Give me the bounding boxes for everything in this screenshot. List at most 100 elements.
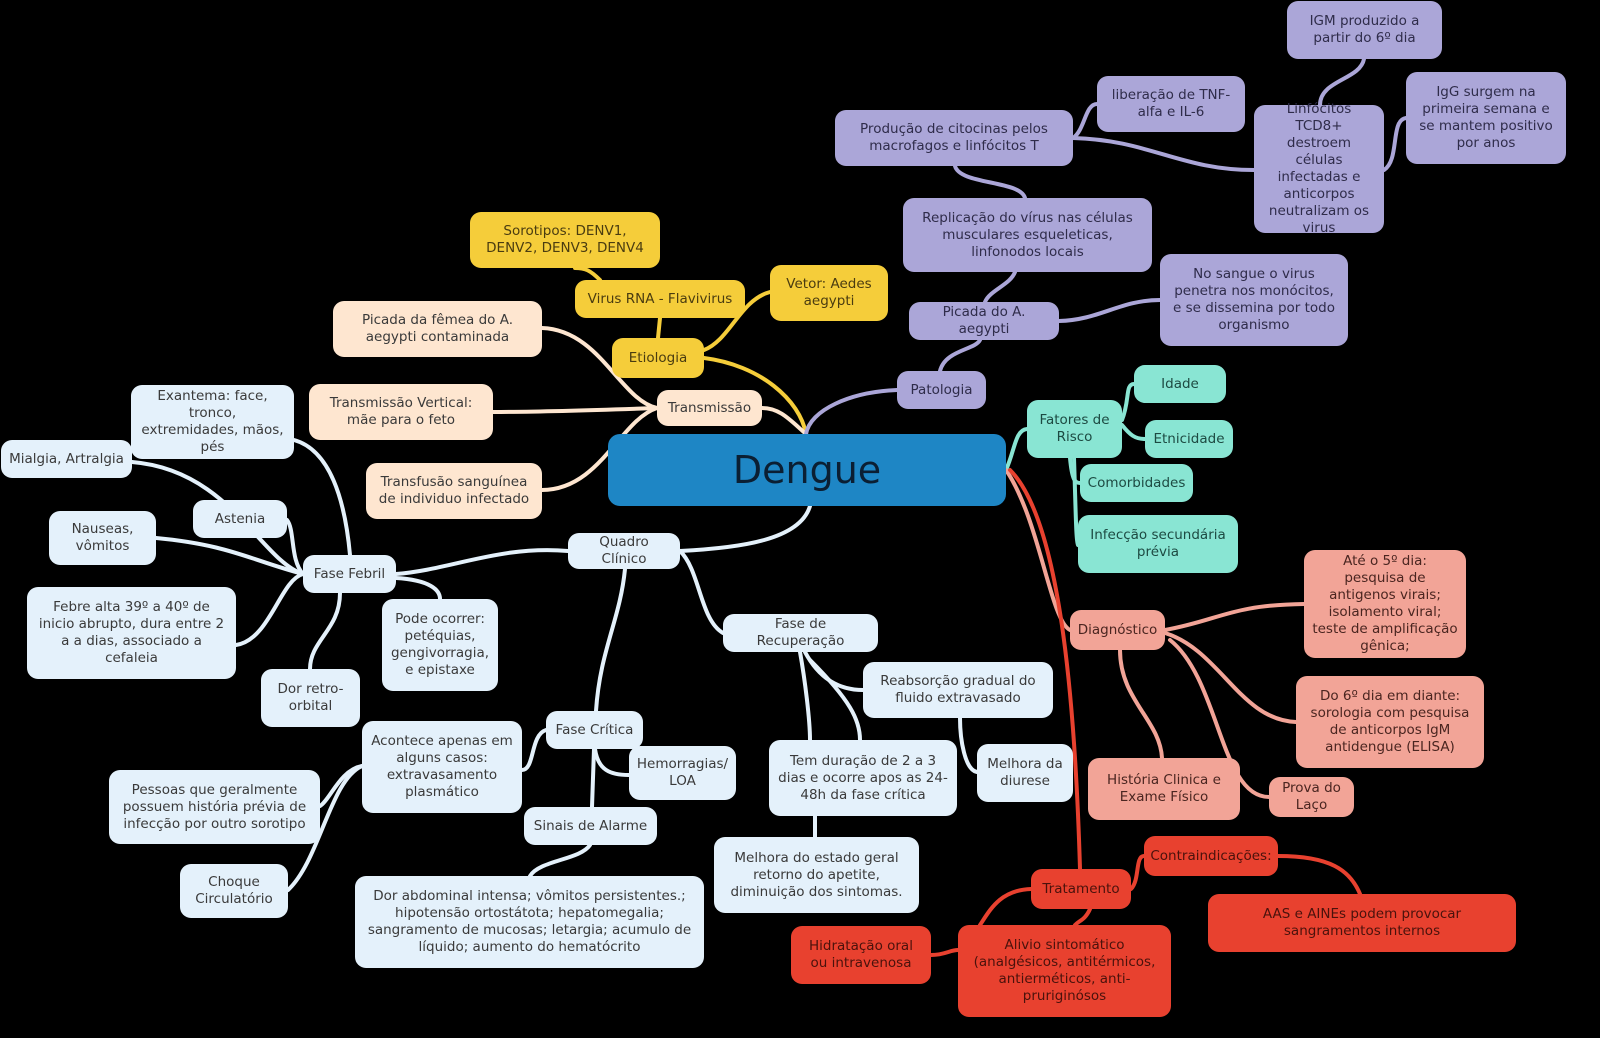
link xyxy=(1057,298,1162,323)
node-no-sangue[interactable]: No sangue o virus penetra nos monócitos,… xyxy=(1160,254,1348,346)
node-dor-retro-orbital[interactable]: Dor retro-orbital xyxy=(261,669,360,727)
link xyxy=(678,504,812,553)
node-patologia[interactable]: Patologia xyxy=(897,371,986,409)
link xyxy=(938,338,982,373)
link xyxy=(808,658,862,742)
link xyxy=(234,572,305,647)
node-melhora-estado[interactable]: Melhora do estado geral retorno do apeti… xyxy=(714,837,919,913)
node-ate-5-dia[interactable]: Até o 5º dia: pesquisa de antigenos vira… xyxy=(1304,550,1466,658)
node-astenia[interactable]: Astenia xyxy=(193,500,287,538)
link xyxy=(798,650,812,742)
link xyxy=(540,326,659,410)
node-quadro-clinico[interactable]: Quadro Clínico xyxy=(568,533,680,569)
link xyxy=(1072,456,1080,547)
node-do-6-dia[interactable]: Do 6º dia em diante: sorologia com pesqu… xyxy=(1296,676,1484,768)
node-melhora-diurese[interactable]: Melhora da diurese xyxy=(977,744,1073,802)
link xyxy=(929,948,960,957)
link xyxy=(656,316,662,340)
node-reabsorcao[interactable]: Reabsorção gradual do fluido extravasado xyxy=(863,662,1053,718)
link xyxy=(1071,102,1099,140)
node-pode-ocorrer[interactable]: Pode ocorrer: petéquias, gengivorragia, … xyxy=(382,599,498,691)
link xyxy=(308,591,342,671)
node-contraindicacoes[interactable]: Contraindicações: xyxy=(1144,836,1278,876)
node-aas-aines[interactable]: AAS e AINEs podem provocar sangramentos … xyxy=(1208,894,1516,952)
link xyxy=(1129,854,1146,891)
link xyxy=(978,887,1033,927)
link xyxy=(394,548,570,576)
node-hemorragias[interactable]: Hemorragias/ LOA xyxy=(629,746,736,800)
node-sorotipos[interactable]: Sorotipos: DENV1, DENV2, DENV3, DENV4 xyxy=(470,212,660,268)
link xyxy=(1276,854,1362,896)
node-linfocitos[interactable]: Linfócitos TCD8+ destroem células infect… xyxy=(1254,101,1384,236)
link xyxy=(292,438,352,557)
node-fase-febril[interactable]: Fase Febril xyxy=(303,555,396,593)
link xyxy=(1008,468,1082,871)
node-transmissao[interactable]: Transmissão xyxy=(657,390,762,426)
link xyxy=(678,549,725,635)
link xyxy=(520,728,548,772)
node-tratamento[interactable]: Tratamento xyxy=(1031,869,1131,909)
node-producao-citocinas[interactable]: Produção de citocinas pelos macrofagos e… xyxy=(835,110,1073,166)
link xyxy=(983,270,1017,304)
link xyxy=(1120,382,1136,422)
node-hidratacao[interactable]: Hidratação oral ou intravenosa xyxy=(791,926,931,984)
node-acontece[interactable]: Acontece apenas em alguns casos: extrava… xyxy=(362,721,522,813)
link xyxy=(1071,136,1256,172)
node-febre-alta[interactable]: Febre alta 39º a 40º de inicio abrupto, … xyxy=(27,587,236,679)
node-fatores-risco[interactable]: Fatores de Risco xyxy=(1027,400,1122,458)
link xyxy=(1120,423,1147,441)
node-pessoas[interactable]: Pessoas que geralmente possuem história … xyxy=(109,770,320,844)
node-mialgia[interactable]: Mialgia, Artralgia xyxy=(1,440,132,478)
node-historia-clinica[interactable]: História Clinica e Exame Físico xyxy=(1088,758,1240,820)
link xyxy=(1073,907,1092,927)
node-liberacao[interactable]: liberação de TNF-alfa e IL-6 xyxy=(1097,76,1245,132)
node-infeccao-secundaria[interactable]: Infecção secundária prévia xyxy=(1078,515,1238,573)
link xyxy=(394,576,442,601)
node-nauseas[interactable]: Nauseas, vômitos xyxy=(49,511,156,565)
node-vetor[interactable]: Vetor: Aedes aegypti xyxy=(770,265,888,321)
node-etiologia[interactable]: Etiologia xyxy=(612,338,704,378)
link xyxy=(1168,638,1271,799)
link xyxy=(593,747,631,777)
node-igm[interactable]: IGM produzido a partir do 6º dia xyxy=(1287,1,1442,59)
link xyxy=(1004,427,1029,472)
link xyxy=(1382,116,1408,172)
node-transmissao-vertical[interactable]: Transmissão Vertical: mãe para o feto xyxy=(309,384,493,440)
node-fase-recuperacao[interactable]: Fase de Recuperação xyxy=(723,614,878,652)
link xyxy=(590,747,596,809)
node-igg[interactable]: IgG surgem na primeira semana e se mante… xyxy=(1406,72,1566,164)
node-picada-aegypti[interactable]: Picada do A. aegypti xyxy=(909,302,1059,340)
node-virus-rna[interactable]: Virus RNA - Flavivirus xyxy=(575,280,745,318)
node-picada-femea[interactable]: Picada da fêmea do A. aegypti contaminad… xyxy=(333,301,542,357)
link xyxy=(702,356,808,436)
node-etnicidade[interactable]: Etnicidade xyxy=(1145,420,1233,458)
node-fase-critica[interactable]: Fase Crítica xyxy=(546,711,643,749)
node-diagnostico[interactable]: Diagnóstico xyxy=(1070,610,1165,650)
node-choque[interactable]: Choque Circulatório xyxy=(180,864,288,918)
link xyxy=(1118,648,1164,760)
link xyxy=(1163,602,1306,632)
node-duracao[interactable]: Tem duração de 2 a 3 dias e ocorre apos … xyxy=(769,740,957,816)
link xyxy=(540,406,659,492)
link xyxy=(760,406,808,436)
node-prova-laco[interactable]: Prova do Laço xyxy=(1269,777,1354,817)
link xyxy=(491,406,659,414)
link xyxy=(594,567,627,713)
node-dor-abdominal[interactable]: Dor abdominal intensa; vômitos persisten… xyxy=(355,876,704,968)
link xyxy=(702,290,772,352)
node-replicacao[interactable]: Replicação do vírus nas células muscular… xyxy=(903,198,1152,272)
node-sinais-alarme[interactable]: Sinais de Alarme xyxy=(524,807,657,845)
central-topic-dengue[interactable]: Dengue xyxy=(608,434,1006,506)
node-transfusao[interactable]: Transfusão sanguínea de individuo infect… xyxy=(366,463,542,519)
link xyxy=(1163,631,1298,724)
link xyxy=(958,716,979,774)
node-exantema[interactable]: Exantema: face, tronco, extremidades, mã… xyxy=(131,385,294,459)
link xyxy=(528,843,592,878)
node-idade[interactable]: Idade xyxy=(1134,365,1226,403)
link xyxy=(953,164,1027,200)
link xyxy=(154,536,305,576)
node-alivio-sintomatico[interactable]: Alivio sintomático (analgésicos, antitér… xyxy=(958,925,1171,1017)
node-comorbidades[interactable]: Comorbidades xyxy=(1080,464,1193,502)
